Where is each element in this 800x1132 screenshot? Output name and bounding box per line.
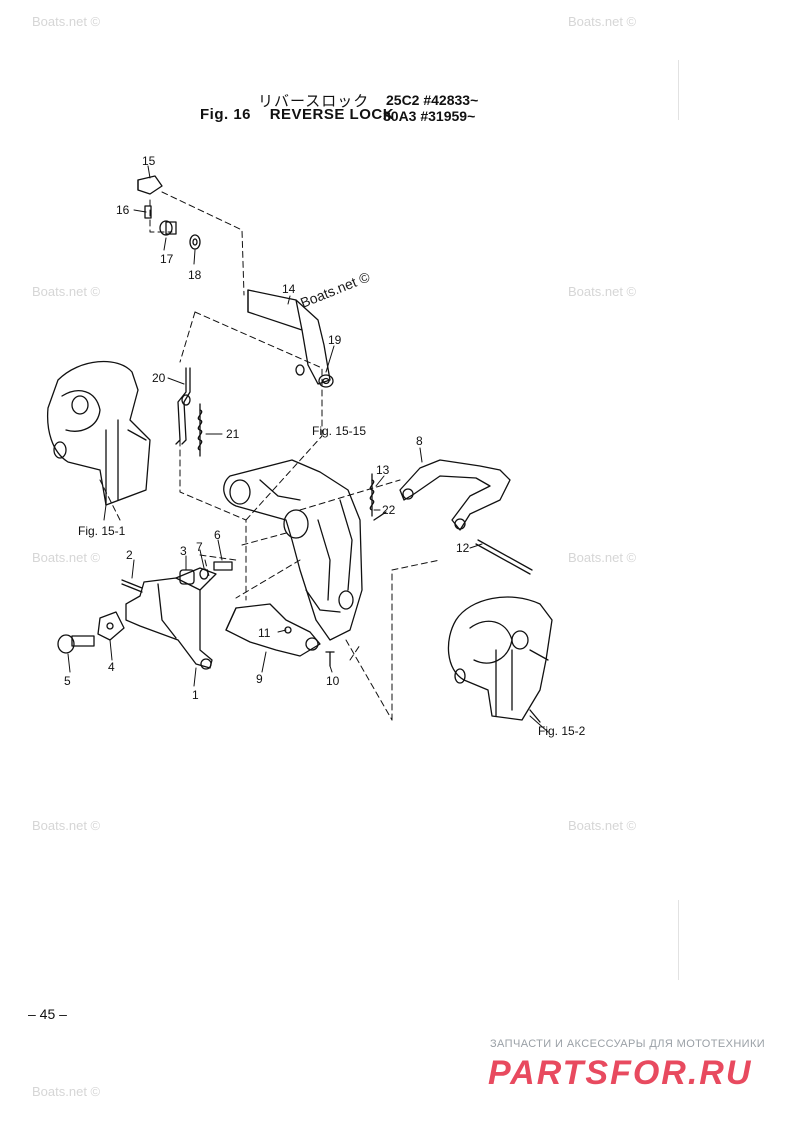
watermark: Boats.net © [32,550,101,565]
part-label-4: 4 [108,660,115,674]
part-2-pin [121,579,143,593]
part-18-washer [189,234,201,250]
watermark: Boats.net © [32,818,101,833]
part-label-21: 21 [226,427,240,441]
part-1-bracket [125,567,217,670]
part-22-pin [373,511,387,521]
scan-edge-mark [678,900,679,980]
part-label-17: 17 [160,252,174,266]
part-label-6: 6 [214,528,221,542]
part-5-bolt [57,634,95,654]
figure-name: REVERSE LOCK [269,106,395,123]
part-15-clip [137,175,163,195]
watermark: Boats.net © [568,284,637,299]
serial-range-2: 30A3 #31959~ [383,108,476,124]
leader-lines [67,165,549,733]
brand-logo-text: PARTSFOR.RU [488,1054,753,1092]
watermark: Boats.net © [568,818,637,833]
part-label-13: 13 [376,463,390,477]
scan-edge-mark [678,60,679,120]
watermark: Boats.net © [568,550,637,565]
figure-ref-15-1: Fig. 15-1 [78,524,126,538]
serial-range-1: 25C2 #42833~ [386,92,479,108]
part-label-10: 10 [326,674,340,688]
part-6-bolt [213,561,233,571]
watermark: Boats.net © [568,14,637,29]
figure-ref-15-2: Fig. 15-2 [538,724,586,738]
page-number: – 45 – [28,1006,67,1022]
part-label-2: 2 [126,548,133,562]
part-label-18: 18 [188,268,202,282]
part-label-3: 3 [180,544,187,558]
bracket-fig-15-1 [46,360,151,506]
part-label-12: 12 [456,541,470,555]
watermark: Boats.net © [32,1084,101,1099]
part-8-lever [399,459,511,531]
part-label-8: 8 [416,434,423,448]
part-label-15: 15 [142,154,156,168]
part-label-1: 1 [192,688,199,702]
part-20-rod [175,367,191,445]
clamp-fig-15-15 [223,459,363,641]
part-13-spring [369,473,375,517]
part-9-linkage [225,603,321,657]
bracket-fig-15-2 [447,596,553,723]
part-19-washer [318,374,334,388]
part-label-11: 11 [258,626,271,640]
part-label-19: 19 [328,333,342,347]
assembly-guide-lines [99,191,441,721]
part-21-spring [197,403,203,457]
part-10-screw [325,651,335,667]
figure-title: Fig. 16 REVERSE LOCK [200,106,394,123]
brand-tagline: ЗАПЧАСТИ И АКСЕССУАРЫ ДЛЯ МОТОТЕХНИКИ [490,1038,766,1050]
part-label-22: 22 [382,503,396,517]
part-17-collar [159,220,177,236]
part-label-5: 5 [64,674,71,688]
figure-number: Fig. 16 [200,106,252,123]
figure-ref-15-15: Fig. 15-15 [312,424,367,438]
part-label-9: 9 [256,672,263,686]
part-label-16: 16 [116,203,130,217]
part-4-plate [97,611,125,641]
part-label-14: 14 [282,282,296,296]
part-label-20: 20 [152,371,166,385]
watermark: Boats.net © [32,284,101,299]
watermark: Boats.net © [32,14,101,29]
title-japanese: リバースロック [258,92,370,110]
part-12-rod [475,539,533,575]
part-3-collar [179,569,195,585]
part-7-washer [199,568,209,580]
part-14-lock-arm [247,289,331,385]
part-label-7: 7 [196,540,203,554]
